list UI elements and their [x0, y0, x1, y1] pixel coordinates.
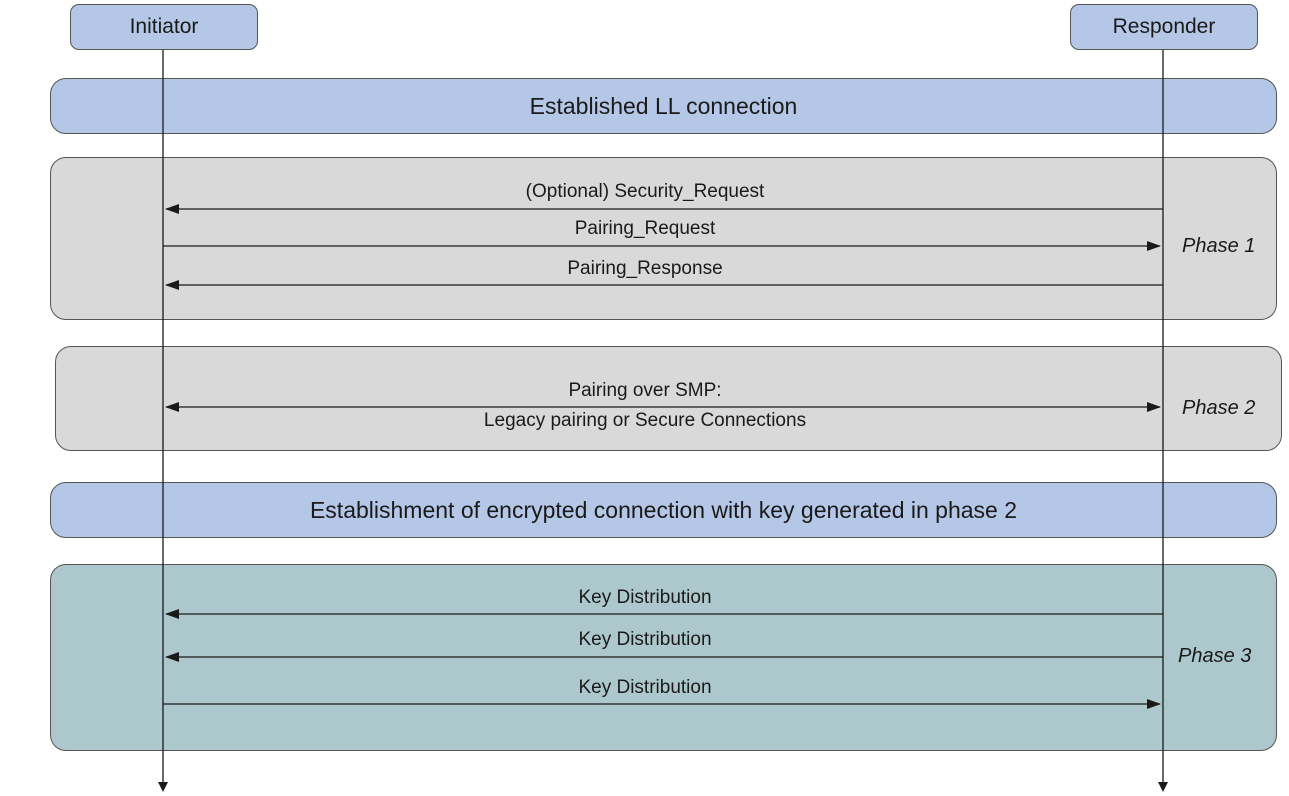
- ll-connection-band: Established LL connection: [50, 78, 1277, 134]
- ll-connection-label: Established LL connection: [529, 92, 798, 119]
- phase-1-box: [50, 157, 1277, 320]
- initiator-actor: Initiator: [70, 4, 258, 50]
- phase-2-label: Phase 2: [1182, 397, 1256, 419]
- key-distribution-label-3: Key Distribution: [578, 677, 712, 698]
- phase-1-label: Phase 1: [1182, 235, 1256, 257]
- key-distribution-label-2: Key Distribution: [578, 629, 712, 650]
- pairing-request-label: Pairing_Request: [574, 218, 716, 239]
- phase-2-box: [55, 346, 1282, 451]
- initiator-lifeline-arrowhead: [158, 782, 168, 792]
- encrypted-connection-band: Establishment of encrypted connection wi…: [50, 482, 1277, 538]
- initiator-label: Initiator: [129, 15, 199, 38]
- encrypted-connection-label: Establishment of encrypted connection wi…: [309, 496, 1018, 523]
- pairing-smp-label-line1: Pairing over SMP:: [568, 380, 722, 401]
- responder-lifeline-arrowhead: [1158, 782, 1168, 792]
- security-request-label: (Optional) Security_Request: [525, 181, 765, 202]
- pairing-response-label: Pairing_Response: [567, 258, 723, 279]
- responder-actor: Responder: [1070, 4, 1258, 50]
- responder-label: Responder: [1112, 15, 1216, 38]
- pairing-smp-label-line2: Legacy pairing or Secure Connections: [483, 410, 807, 431]
- phase-3-label: Phase 3: [1178, 645, 1252, 667]
- key-distribution-label-1: Key Distribution: [578, 587, 712, 608]
